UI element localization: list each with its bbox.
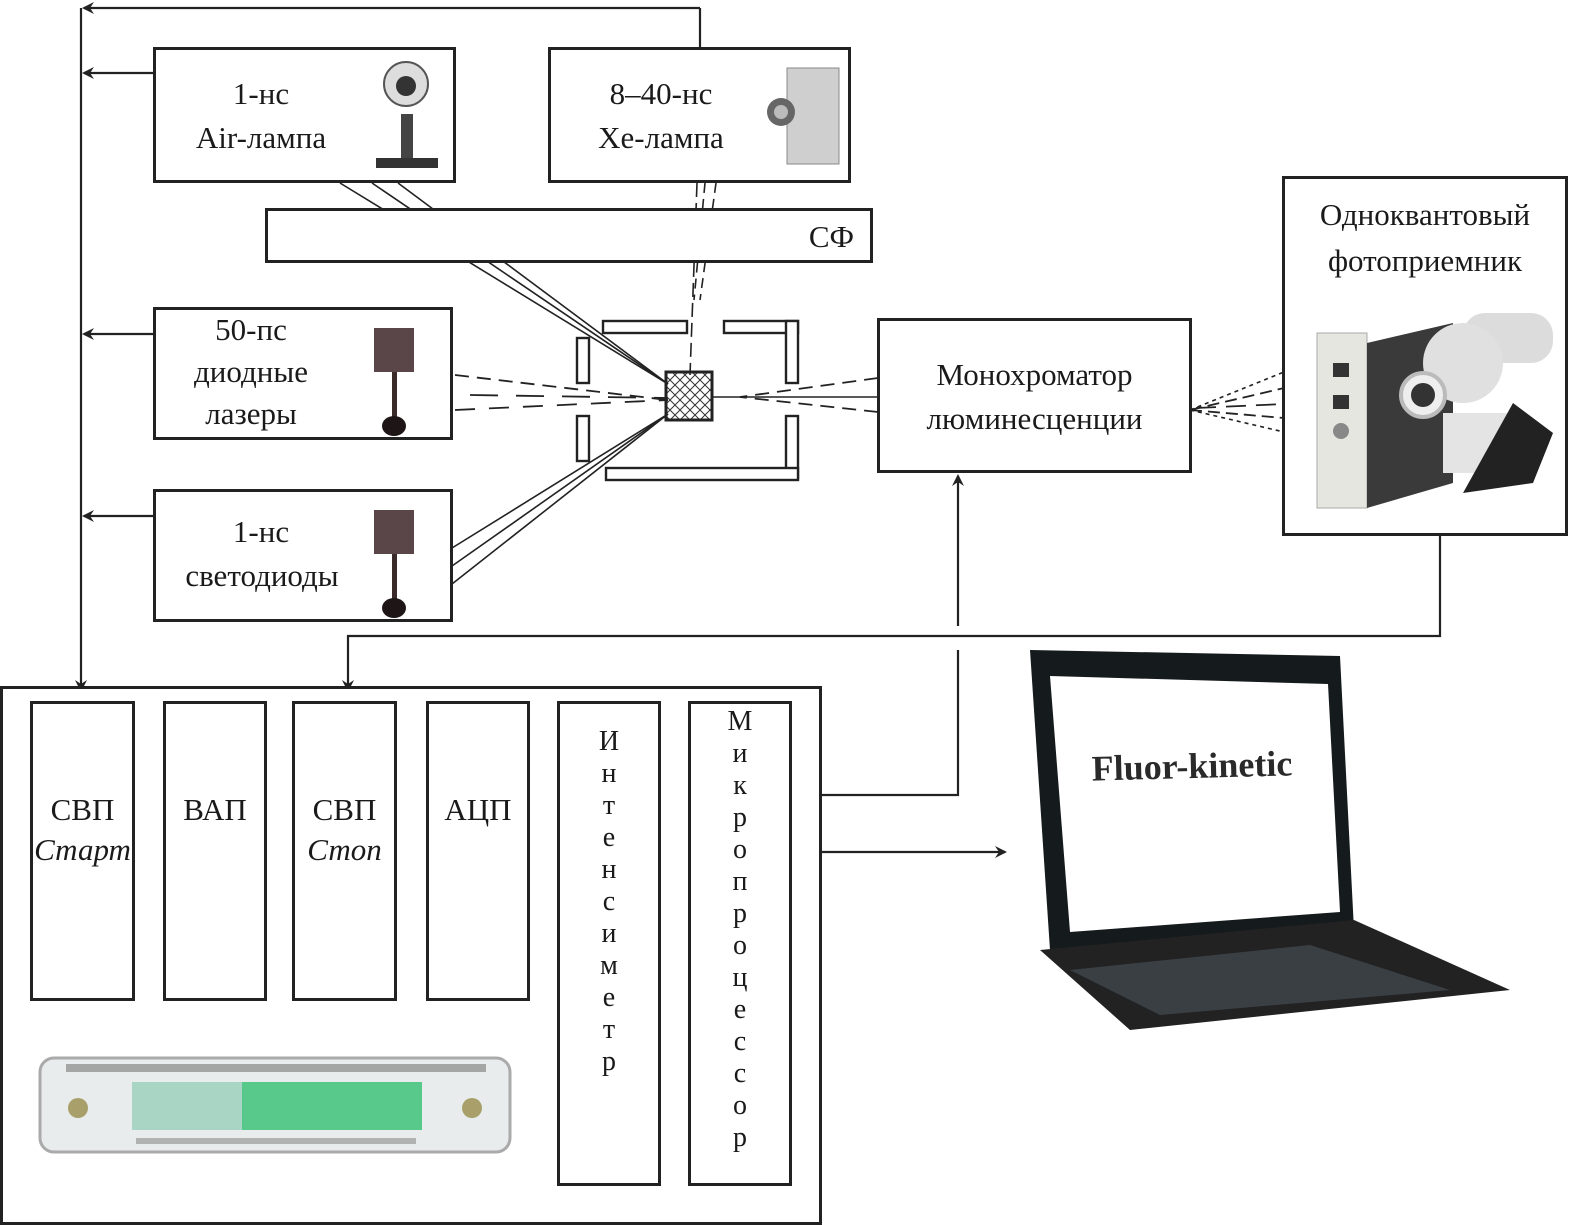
module-svp-stop-line1: СВП — [312, 792, 377, 827]
diode-lasers-pulse: 50-пс — [215, 312, 287, 347]
module-vap-line1: ВАП — [183, 792, 247, 827]
monochromator-line2: люминесценции — [926, 401, 1143, 436]
leds-box: 1-нс светодиоды — [153, 489, 453, 622]
leds-name: светодиоды — [185, 558, 339, 593]
microprocessor-letter: р — [733, 898, 747, 929]
photodetector-photo-icon — [1316, 313, 1553, 509]
laptop-screen-text: Fluor-kinetic — [1091, 743, 1293, 789]
diode-laser-photo-icon — [374, 328, 414, 436]
microprocessor-letter: к — [733, 770, 747, 801]
microprocessor-letter: о — [733, 1090, 747, 1121]
microprocessor-letter: с — [733, 1026, 747, 1057]
intensimeter-letter: е — [602, 822, 616, 853]
module-adc: АЦП — [426, 701, 530, 1001]
microprocessor-letter: ц — [732, 962, 748, 993]
diode-lasers-name1: диодные — [194, 354, 308, 389]
sample-chamber — [575, 319, 800, 482]
monochromator-line1: Монохроматор — [936, 357, 1133, 392]
microprocessor-letter: и — [732, 738, 748, 769]
monochromator-box: Монохроматор люминесценции — [877, 318, 1192, 473]
diode-lasers-box: 50-пс диодные лазеры — [153, 307, 453, 440]
module-vap: ВАП — [163, 701, 267, 1001]
tcspc-module-photo-icon — [38, 1056, 512, 1154]
laptop: Fluor-kinetic — [1010, 650, 1530, 1040]
intensimeter-letter: И — [598, 726, 620, 757]
photodetector-line2: фотоприемник — [1327, 243, 1523, 278]
xe-lamp-pulse: 8–40-нс — [609, 76, 713, 111]
microprocessor-letter: о — [733, 930, 747, 961]
module-svp-start-line1: СВП — [50, 792, 115, 827]
intensimeter-letter: н — [601, 854, 617, 885]
intensimeter-letter: р — [602, 1046, 616, 1077]
spectral-filter-label: СФ — [808, 219, 854, 254]
intensimeter-letter: н — [601, 758, 617, 789]
intensimeter-letter: т — [602, 1014, 616, 1045]
photodetector-box: Одноквантовый фотоприемник — [1282, 176, 1568, 536]
laptop-photo-icon — [1030, 650, 1510, 1030]
air-lamp-photo-icon — [376, 61, 438, 168]
photodetector-line1: Одноквантовый — [1319, 197, 1531, 232]
module-svp-start-line2: Старт — [34, 832, 131, 867]
microprocessor-letter: р — [733, 1122, 747, 1153]
intensimeter-letter: и — [601, 918, 617, 949]
air-lamp-pulse: 1-нс — [232, 76, 290, 111]
intensimeter-letter: е — [602, 982, 616, 1013]
led-photo-icon — [374, 510, 414, 618]
intensimeter-letter: с — [602, 886, 616, 917]
detector-stop-line — [342, 536, 1442, 692]
xe-lamp-photo-icon — [767, 67, 840, 165]
air-lamp-box: 1-нс Air-лампа — [153, 47, 456, 183]
microprocessor-letter: р — [733, 802, 747, 833]
microprocessor-letter: е — [733, 994, 747, 1025]
xe-lamp-box: 8–40-нс Xe-лампа — [548, 47, 851, 183]
module-svp-start: СВП Старт — [30, 701, 135, 1001]
xe-lamp-name: Xe-лампа — [598, 120, 724, 155]
microprocessor-letter: с — [733, 1058, 747, 1089]
intensimeter-letter: т — [602, 790, 616, 821]
spectral-filter-box: СФ — [265, 208, 873, 263]
sample-cuvette — [664, 370, 714, 422]
microprocessor-letter: о — [733, 834, 747, 865]
module-adc-line1: АЦП — [444, 792, 512, 827]
microprocessor-letter: п — [732, 866, 748, 897]
diode-lasers-name2: лазеры — [205, 396, 297, 431]
mono-control-line — [820, 650, 960, 797]
intensimeter-letter: м — [600, 950, 618, 981]
air-lamp-name: Air-лампа — [195, 120, 327, 155]
microprocessor-letter: М — [727, 706, 753, 737]
module-svp-stop-line2: Стоп — [307, 832, 382, 867]
leds-pulse: 1-нс — [232, 514, 290, 549]
module-svp-stop: СВП Стоп — [292, 701, 397, 1001]
